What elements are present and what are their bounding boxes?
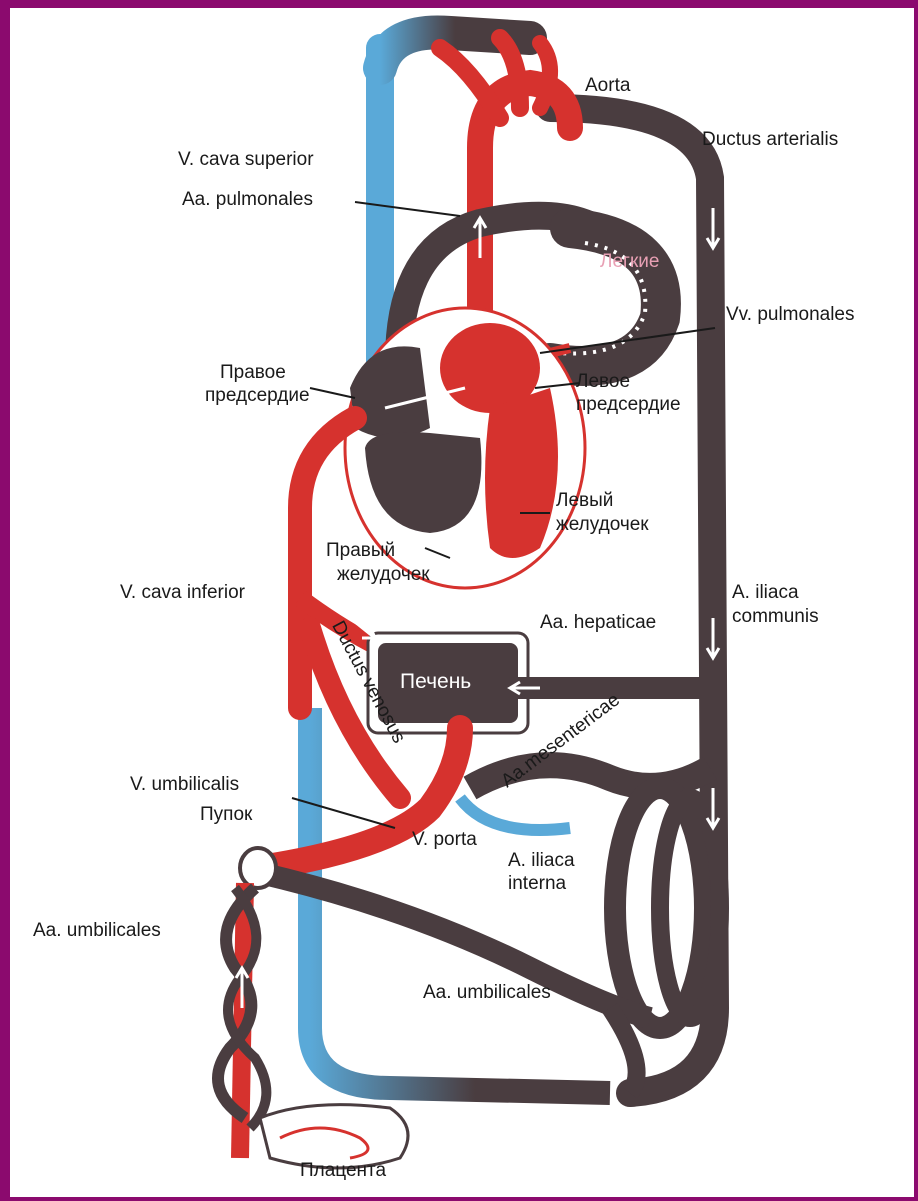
label-placenta: Плацента xyxy=(300,1161,386,1182)
label-ductus-arterialis: Ductus arterialis xyxy=(702,130,838,151)
label-aorta: Aorta xyxy=(585,76,630,97)
label-v-cava-inferior: V. cava inferior xyxy=(120,583,245,604)
label-aa-umbilicales-left: Aa. umbilicales xyxy=(33,921,161,942)
label-pravoe-predserdie-2: предсердие xyxy=(205,386,310,407)
label-levyi-zheludochek-1: Левый xyxy=(556,491,613,512)
label-levoe-predserdie-2: предсердие xyxy=(576,395,681,416)
label-v-cava-superior: V. cava superior xyxy=(178,150,314,171)
label-aa-pulmonales: Aa. pulmonales xyxy=(182,190,313,211)
label-legkie: Легкие xyxy=(600,252,659,273)
label-a-iliaca-interna-1: A. iliaca xyxy=(508,851,575,872)
label-levoe-predserdie-1: Левое xyxy=(576,372,630,393)
label-a-iliaca-communis-2: communis xyxy=(732,607,819,628)
portal-vein-vessel xyxy=(460,798,570,830)
diagram-frame: Aorta Ductus arterialis V. cava superior… xyxy=(10,8,914,1197)
label-pravoe-predserdie-1: Правое xyxy=(220,363,286,384)
label-aa-hepaticae: Aa. hepaticae xyxy=(540,613,656,634)
label-a-iliaca-communis-1: A. iliaca xyxy=(732,583,799,604)
navel-ring xyxy=(240,848,276,888)
aortic-branch-1 xyxy=(440,48,500,118)
label-v-porta: V. porta xyxy=(412,830,477,851)
label-vv-pulmonales: Vv. pulmonales xyxy=(726,305,855,326)
label-pravyi-zheludochek-2: желудочек xyxy=(337,565,430,586)
label-aa-umbilicales-bottom: Aa. umbilicales xyxy=(423,983,551,1004)
label-pechen: Печень xyxy=(400,670,471,693)
label-v-umbilicalis: V. umbilicalis xyxy=(130,775,239,796)
label-pupok: Пупок xyxy=(200,805,252,826)
label-levyi-zheludochek-2: желудочек xyxy=(556,515,649,536)
label-pravyi-zheludochek-1: Правый xyxy=(326,541,395,562)
label-a-iliaca-interna-2: interna xyxy=(508,874,566,895)
